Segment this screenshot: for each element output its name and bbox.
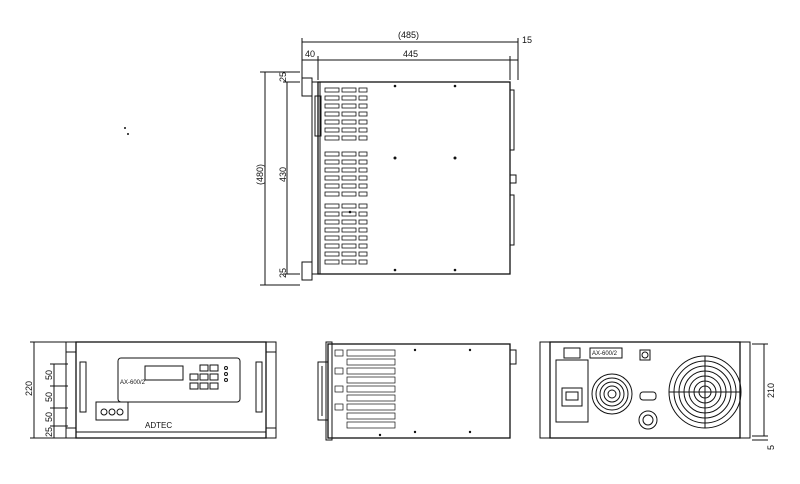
dim-rear-height: 210 (766, 383, 776, 398)
dim-front-height: 220 (24, 381, 34, 396)
dim-top-margin: 25 (278, 72, 288, 82)
rear-view (539, 341, 768, 441)
rear-model-label: AX-600/2 (592, 351, 618, 357)
dim-front-seg2: 50 (44, 392, 54, 402)
dim-bottom-margin: 25 (278, 268, 288, 278)
vent-slots-side (334, 349, 396, 429)
front-brand-label: ADTEC (145, 421, 172, 430)
dim-body-height: 430 (278, 167, 288, 182)
dim-front-seg4: 25 (44, 427, 54, 437)
dim-overall-width: (485) (398, 30, 419, 40)
dim-rear-projection: 15 (522, 35, 532, 45)
dim-body-depth: 445 (403, 49, 418, 59)
dim-front-seg3: 50 (44, 412, 54, 422)
front-model-label: AX-600/2 (120, 380, 146, 386)
dim-front-seg1: 50 (44, 370, 54, 380)
dim-rear-foot: 5 (766, 445, 776, 450)
top-view (124, 38, 519, 286)
front-view (30, 341, 277, 439)
dim-overall-height: (480) (255, 164, 265, 185)
dim-front-projection: 40 (305, 49, 315, 59)
side-view (317, 341, 517, 441)
vent-slots-top (324, 87, 368, 265)
